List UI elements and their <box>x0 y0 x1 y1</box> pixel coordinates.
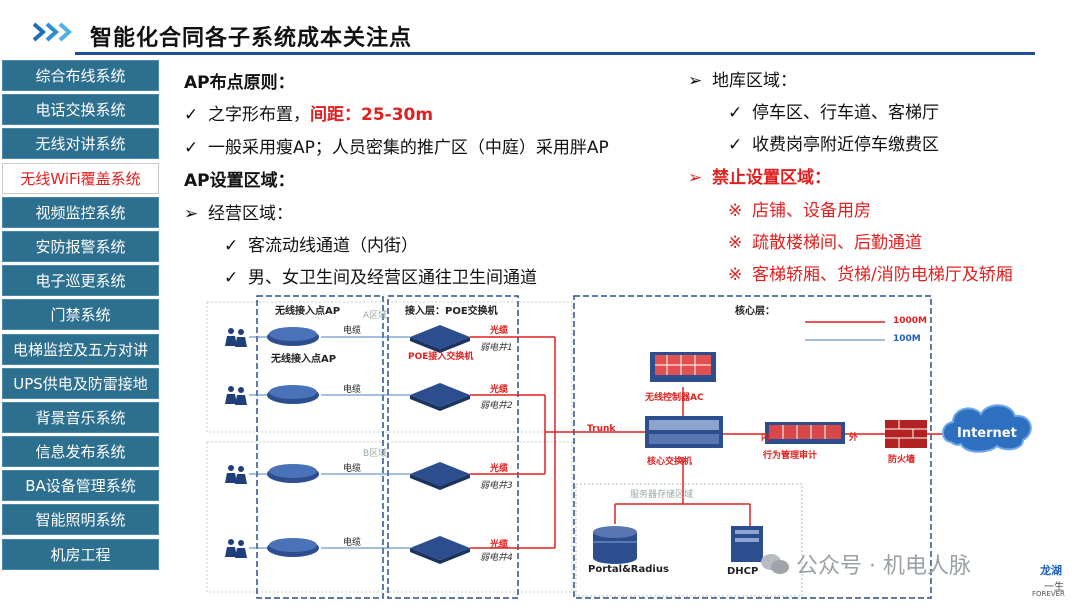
sidebar-item[interactable]: 视频监控系统 <box>2 196 159 228</box>
storage-label: 服务器存储区域 <box>630 490 694 500</box>
chevron-right-icon <box>32 22 46 42</box>
topology-lines <box>206 295 1032 599</box>
arrow-icon: ➢ <box>688 168 703 188</box>
ref-mark-icon: ※ <box>728 201 743 221</box>
area-business: ➢经营区域： <box>184 204 293 224</box>
zone-a-label: A区域 <box>363 311 388 321</box>
forbidden-item: ※店铺、设备用房 <box>728 201 871 221</box>
legend-100m: 100M <box>893 334 921 344</box>
check-icon: ✓ <box>184 105 199 125</box>
fiber-label: 光缆 <box>490 540 509 550</box>
well-label: 弱电井2 <box>480 401 513 411</box>
sidebar-item[interactable]: 无线对讲系统 <box>2 128 159 160</box>
well-label: 弱电井3 <box>480 481 513 491</box>
sidebar-item[interactable]: 电子巡更系统 <box>2 265 159 297</box>
corner-logo-text: 龙湖 <box>1040 564 1062 577</box>
fiber-label: 光缆 <box>490 326 509 336</box>
area-business-item: ✓客流动线通道（内街） <box>224 236 418 256</box>
corner-logo-text: 一生 <box>1044 582 1064 593</box>
trunk-label: Trunk <box>587 424 616 434</box>
area-garage: ➢地库区域： <box>688 71 797 91</box>
cable-label: 电缆 <box>343 326 362 336</box>
sidebar-item[interactable]: 电梯监控及五方对讲 <box>2 333 159 365</box>
heading-ap-area: AP设置区域： <box>184 171 295 191</box>
poe-label: POE接入交换机 <box>408 352 474 362</box>
fiber-label: 光缆 <box>490 385 509 395</box>
inner-label: 内 <box>761 433 771 443</box>
ap-box-title: 无线接入点AP <box>275 306 341 317</box>
ref-mark-icon: ※ <box>728 233 743 253</box>
forbidden-item: ※客梯轿厢、货梯/消防电梯厅及轿厢 <box>728 265 1013 285</box>
well-label: 弱电井4 <box>480 553 513 563</box>
check-icon: ✓ <box>728 103 743 123</box>
area-garage-item: ✓停车区、行车道、客梯厅 <box>728 103 939 123</box>
sidebar-item[interactable]: BA设备管理系统 <box>2 470 159 502</box>
cable-label: 电缆 <box>343 464 362 474</box>
chevron-right-icon <box>58 22 72 42</box>
check-icon: ✓ <box>184 138 199 158</box>
sidebar-item[interactable]: 机房工程 <box>2 538 159 570</box>
access-box-title: 接入层：POE交换机 <box>405 306 498 317</box>
dhcp-label: DHCP <box>727 566 759 577</box>
page-title: 智能化合同各子系统成本关注点 <box>90 26 413 51</box>
cable-label: 电缆 <box>343 385 362 395</box>
header: 智能化合同各子系统成本关注点 <box>0 0 1080 58</box>
cable-label: 电缆 <box>343 538 362 548</box>
arrow-icon: ➢ <box>184 204 199 224</box>
watermark-text: 公众号 · 机电人脉 <box>796 554 971 579</box>
area-business-item: ✓男、女卫生间及经营区通往卫生间通道 <box>224 268 537 288</box>
sidebar-item[interactable]: 电话交换系统 <box>2 94 159 126</box>
sidebar-item[interactable]: 综合布线系统 <box>2 60 159 91</box>
sidebar-item[interactable]: 无线WiFi覆盖系统 <box>2 162 159 194</box>
ap-label: 无线接入点AP <box>271 354 337 365</box>
core-title: 核心层： <box>735 306 775 317</box>
corner-logo-text: FOREVER <box>1032 590 1065 598</box>
bullet-zigzag: ✓之字形布置，间距：25-30m <box>184 105 434 125</box>
sidebar-item[interactable]: UPS供电及防雷接地 <box>2 367 159 399</box>
spacing-value: 间距：25-30m <box>310 105 434 125</box>
core-switch-label: 核心交换机 <box>647 457 693 467</box>
network-topology-diagram: 无线接入点AP 接入层：POE交换机 A区域 B区域 无线接入点AP POE接入… <box>205 292 1045 604</box>
ac-label: 无线控制器AC <box>645 393 704 403</box>
check-icon: ✓ <box>224 236 239 256</box>
sidebar-item[interactable]: 门禁系统 <box>2 299 159 331</box>
check-icon: ✓ <box>224 268 239 288</box>
behavior-label: 行为管理审计 <box>763 451 818 461</box>
area-garage-item: ✓收费岗亭附近停车缴费区 <box>728 135 939 155</box>
well-label: 弱电井1 <box>480 343 513 353</box>
forbidden-item: ※疏散楼梯间、后勤通道 <box>728 233 922 253</box>
sidebar-item[interactable]: 背景音乐系统 <box>2 401 159 433</box>
ref-mark-icon: ※ <box>728 265 743 285</box>
bullet-ap-type: ✓一般采用瘦AP；人员密集的推广区（中庭）采用胖AP <box>184 138 609 158</box>
title-rule <box>75 52 1035 55</box>
portal-label: Portal&Radius <box>588 564 669 575</box>
outer-label: 外 <box>849 433 859 443</box>
sidebar-item[interactable]: 安防报警系统 <box>2 230 159 262</box>
wechat-icon <box>761 554 789 574</box>
sidebar: 综合布线系统电话交换系统无线对讲系统无线WiFi覆盖系统视频监控系统安防报警系统… <box>2 60 159 573</box>
chevron-right-icon <box>45 22 59 42</box>
heading-ap-principle: AP布点原则： <box>184 73 295 93</box>
legend-1000m: 1000M <box>893 316 928 326</box>
heading-forbidden: ➢禁止设置区域： <box>688 168 831 188</box>
sidebar-item[interactable]: 信息发布系统 <box>2 436 159 468</box>
firewall-label: 防火墙 <box>888 455 916 465</box>
sidebar-item[interactable]: 智能照明系统 <box>2 504 159 536</box>
internet-label: Internet <box>957 426 1017 441</box>
zone-b-label: B区域 <box>363 449 388 459</box>
fiber-label: 光缆 <box>490 464 509 474</box>
arrow-icon: ➢ <box>688 71 703 91</box>
check-icon: ✓ <box>728 135 743 155</box>
